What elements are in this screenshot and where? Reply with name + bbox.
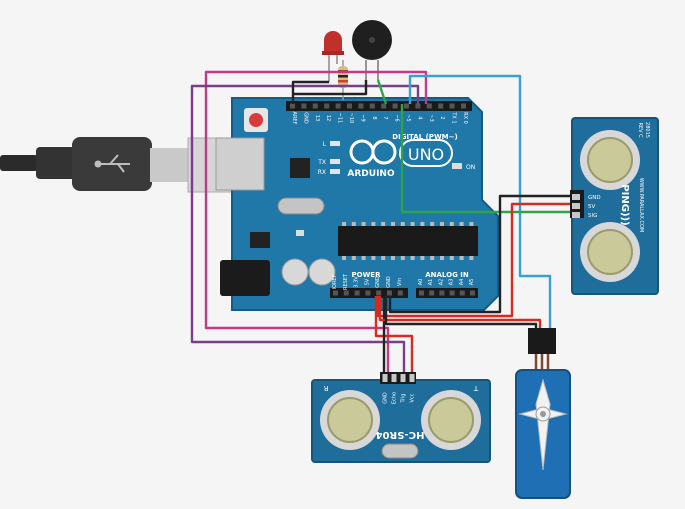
microcontroller-chip	[338, 226, 478, 256]
hc-pin-label: GND	[383, 392, 389, 404]
power-jack	[220, 260, 270, 296]
analog-pin-label: A2	[438, 279, 444, 286]
power-pin-label: GND	[375, 276, 381, 288]
arduino-logo: ARDUINO	[347, 139, 397, 179]
wire-purple	[190, 84, 420, 375]
board-model: UNO	[408, 145, 444, 164]
wire-red-servo	[378, 296, 542, 330]
hc-pin-label: Trig	[401, 394, 407, 404]
analog-header-label: ANALOG IN	[425, 271, 469, 279]
wire-blue	[408, 74, 552, 328]
board-led	[330, 141, 340, 146]
digital-pin-label: 12	[325, 115, 331, 121]
digital-pin-label: ~11	[337, 113, 343, 124]
power-pin-label: GND	[386, 276, 392, 288]
analog-pin-label: A4	[459, 279, 465, 286]
ping-name: PING)))	[619, 184, 630, 225]
power-pin-label: RESET	[343, 273, 349, 290]
digital-pin-label: ~10	[348, 113, 354, 124]
hc-pin-label: Echo	[392, 392, 398, 404]
analog-pin-label: A5	[469, 279, 475, 286]
power-pin-label: 3.3V	[354, 276, 360, 288]
digital-pin-label: 4	[416, 116, 422, 119]
digital-pin-label: ~5	[405, 114, 411, 121]
analog-pin-label: A3	[449, 279, 455, 286]
wires	[190, 70, 570, 375]
ping-pin-label: SIG	[588, 213, 597, 219]
wire-green-buzzer	[376, 79, 388, 105]
piezo-buzzer[interactable]	[352, 20, 392, 80]
digital-header-label: DIGITAL (PWM~)	[392, 133, 457, 141]
board-led-label: RX	[318, 169, 326, 176]
board-led-label: L	[323, 141, 327, 148]
power-header-label: POWER	[352, 271, 382, 279]
wire-black-led	[291, 80, 329, 104]
digital-pin-label: 13	[314, 115, 320, 121]
digital-pin-label: 8	[371, 116, 377, 119]
digital-pin-label: ~9	[359, 114, 365, 121]
ping-pin-label: 5V	[588, 204, 595, 210]
board-led	[330, 169, 340, 174]
digital-pin-label: RX 0	[462, 112, 468, 124]
board-led	[330, 159, 340, 164]
power-pin-label: Vin	[397, 278, 403, 286]
usb-symbol-icon	[94, 154, 130, 173]
ping-pin-label: GND	[588, 195, 601, 201]
digital-pin-label: 7	[382, 116, 388, 119]
analog-header	[416, 288, 478, 298]
analog-pin-label: A0	[418, 279, 424, 286]
power-pin-label: IOREF	[332, 274, 338, 289]
wire-black-buzzer	[294, 80, 368, 96]
digital-pin-label: AREF	[291, 112, 297, 125]
hc-left-mark: R	[323, 384, 328, 392]
digital-pin-label: GND	[302, 112, 308, 124]
wire-black-servo	[384, 296, 538, 330]
red-led[interactable]	[322, 31, 344, 82]
hc-right-mark: T	[473, 384, 479, 392]
power-pin-label: 5V	[364, 278, 370, 285]
digital-pin-label: ~3	[428, 114, 434, 121]
wire-red-hc	[374, 296, 414, 375]
wire-red-ping	[376, 202, 570, 318]
arduino-board[interactable]: ARDUINO UNO L TX RX ON AREF GND 13 12 ~11 ~10 ~9…	[215, 97, 499, 311]
ping-part-no: 28015	[644, 122, 650, 138]
servo-motor[interactable]	[515, 328, 571, 499]
digital-pin-label: 2	[439, 116, 445, 119]
on-label: ON	[466, 164, 475, 171]
wire-black-ping	[388, 194, 570, 314]
wire-green	[400, 104, 570, 214]
hc-model: HC-SR04	[376, 429, 425, 440]
board-brand: ARDUINO	[347, 169, 395, 179]
ping-rev: REV C	[637, 122, 643, 138]
analog-pin-label: A1	[428, 279, 434, 286]
ping-site: WWW.PARALLAX.COM	[638, 178, 644, 233]
digital-pin-label: TX 1	[451, 111, 457, 123]
digital-header	[286, 101, 472, 111]
digital-pin-label: ~6	[394, 114, 400, 121]
hc-pin-label: Vcc	[410, 393, 416, 402]
servo-horn-icon	[518, 378, 568, 471]
board-led-label: TX	[317, 159, 326, 166]
